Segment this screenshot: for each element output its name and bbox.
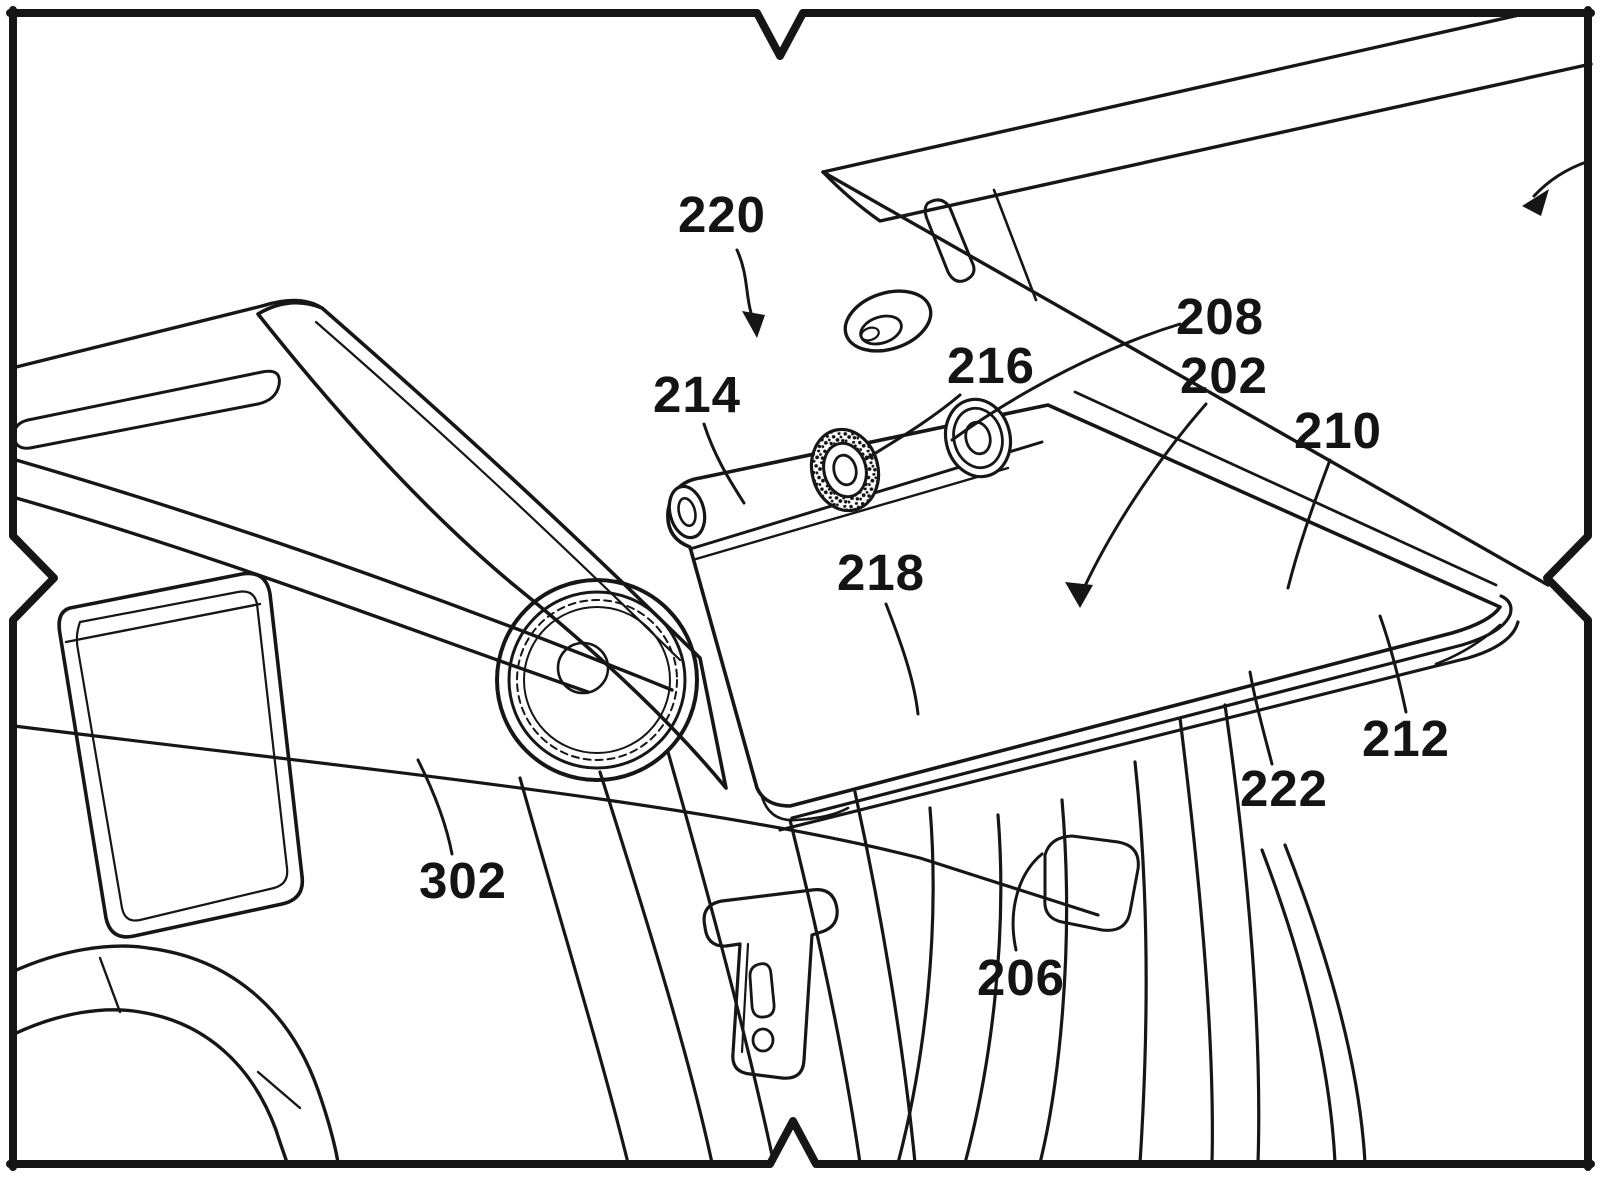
border-top-with-notch: [6, 9, 1595, 60]
ref-label-220: 220: [678, 186, 766, 243]
headliner-area: [10, 298, 674, 694]
reference-numerals: 220 214 216 208 202 210 218 212 222 206 …: [419, 186, 1450, 1006]
arrowhead-220: [742, 311, 765, 338]
leader-218: [884, 602, 920, 716]
grommet-right-208: [943, 397, 1013, 479]
ref-label-214: 214: [653, 366, 741, 423]
ref-label-218: 218: [837, 544, 925, 601]
bracket-slot: [748, 962, 776, 1019]
ref-label-222: 222: [1240, 760, 1328, 817]
mirror-housing-fold-line: [64, 602, 262, 644]
leader-302: [416, 758, 454, 856]
ref-label-210: 210: [1294, 402, 1382, 459]
arrowhead-202: [1065, 582, 1093, 608]
leader-lines: [416, 159, 1591, 952]
border-right-with-notch: [1543, 6, 1592, 1171]
panel-rim-band: [760, 594, 1520, 832]
arrowhead-corner: [1522, 189, 1549, 216]
roof-header: [821, 11, 1593, 587]
ref-label-208: 208: [1176, 288, 1264, 345]
mirror-housing-inner-line: [75, 590, 289, 922]
visor-rod-slot: [12, 369, 281, 450]
corner-arrow-line: [1532, 159, 1591, 198]
leader-216: [864, 393, 962, 461]
roof-long-diagonal: [821, 170, 1550, 587]
leader-210: [1286, 458, 1332, 590]
leader-212: [1378, 614, 1408, 714]
panel-fold-echo: [694, 466, 1010, 561]
figure-border: [6, 6, 1595, 1171]
visor-blade: [256, 300, 728, 790]
windshield-edge-line: [1073, 390, 1498, 587]
leader-222: [1248, 670, 1274, 766]
grommet-left-214: [667, 484, 707, 540]
mirror-housing: [57, 571, 305, 939]
grommet-middle-216: [809, 427, 881, 513]
visor-blade-outline: [256, 300, 728, 790]
seat-arch-band: [10, 944, 340, 1165]
border-bottom-with-notch: [6, 1117, 1595, 1168]
ref-label-216: 216: [947, 337, 1035, 394]
ref-label-202: 202: [1180, 347, 1268, 404]
bracket-outline: [702, 888, 839, 1080]
visor-arm-line-2: [14, 496, 590, 694]
grommets: [667, 397, 1013, 540]
visor-clip-echo-line: [992, 188, 1038, 302]
bracket-inner-line: [740, 942, 750, 1054]
ref-label-206: 206: [977, 949, 1065, 1006]
right-pillar-trim: [1178, 703, 1367, 1165]
pillar-bracket: [702, 888, 839, 1080]
ref-label-302: 302: [419, 852, 507, 909]
arm-hook-tab: [1043, 834, 1140, 932]
ref-label-212: 212: [1362, 710, 1450, 767]
pillar-trim-lines: [518, 750, 917, 1165]
bracket-hole: [751, 1027, 775, 1053]
border-left-with-notch: [9, 6, 58, 1171]
leader-214: [702, 422, 746, 505]
roof-upper-edge: [821, 11, 1530, 174]
headliner-sensor-disc: [843, 289, 933, 353]
leader-208: [950, 322, 1182, 442]
mounting-arm: [896, 760, 1148, 1165]
visor-blade-inner-edge: [314, 320, 682, 662]
visor-clip-strip: [923, 198, 976, 283]
leader-206: [1011, 852, 1044, 952]
leader-202: [1082, 402, 1208, 590]
headliner-top-edge: [10, 298, 324, 370]
mirror-housing-outline: [57, 571, 305, 939]
roof-band-line: [821, 62, 1593, 223]
headliner-edge-line: [12, 724, 1100, 917]
visor-arm-line-1: [14, 458, 674, 692]
